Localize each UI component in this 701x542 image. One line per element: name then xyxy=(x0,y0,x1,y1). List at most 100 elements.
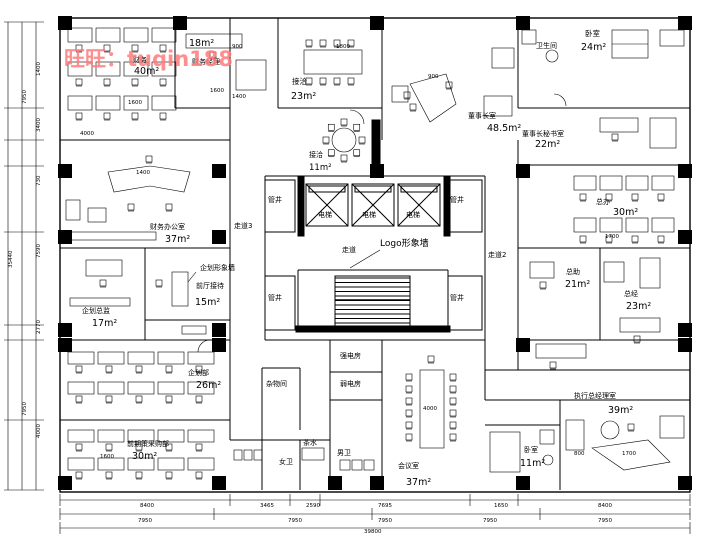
column-21 xyxy=(212,476,226,490)
sofa-hall xyxy=(181,325,207,335)
column-16 xyxy=(58,338,72,352)
shaft-label-3: 管井 xyxy=(268,293,282,302)
watermark-text: 旺旺：tuqin188 xyxy=(64,47,233,71)
ws-pd-1-4 xyxy=(187,381,215,395)
room-bedroom-top-name: 卧室 xyxy=(585,28,600,38)
ws-pre-1-1 xyxy=(97,457,125,471)
chair-finance-2-3 xyxy=(159,112,167,120)
chair-discuss-6 xyxy=(340,118,348,126)
column-5 xyxy=(58,164,72,178)
chair-pd-1-1 xyxy=(105,395,113,403)
chair-mtg-l2 xyxy=(405,397,413,405)
elevator-x2-0 xyxy=(305,183,349,227)
wc-m-0 xyxy=(339,459,351,471)
nightstand-top xyxy=(659,29,685,47)
ws-pd-0-2 xyxy=(127,351,155,365)
bed-bottom xyxy=(489,431,521,473)
column-14 xyxy=(212,323,226,337)
core-wall-right xyxy=(443,175,451,237)
toilet-bottom xyxy=(539,429,555,445)
dim-inplan-13: 1400 xyxy=(232,94,246,100)
dim-inplan-4: 900 xyxy=(232,44,243,50)
wc-m-1 xyxy=(351,459,363,471)
dim-inplan-5: 1400 xyxy=(136,170,150,176)
desk-plan xyxy=(85,259,123,277)
chair-pres-1-3 xyxy=(657,235,665,243)
chair-ch-v2 xyxy=(409,103,417,111)
room-planning-name: 企划总监 xyxy=(82,306,110,315)
chair-pd-1-3 xyxy=(165,395,173,403)
chair-pres-1-0 xyxy=(579,235,587,243)
wc-m-2 xyxy=(363,459,375,471)
chair-finance-2-0 xyxy=(75,112,83,120)
dim-bottom-b2: 7950 xyxy=(288,518,302,524)
column-19 xyxy=(678,338,692,352)
dim-inplan-2: 1600 xyxy=(210,88,224,94)
column-13 xyxy=(58,323,72,337)
column-18 xyxy=(516,338,530,352)
room-finance-office-area: 37m² xyxy=(165,234,190,245)
chair-mtg-l5 xyxy=(405,433,413,441)
chair-rec-t3 xyxy=(347,39,355,47)
elevator-x2-1 xyxy=(351,183,395,227)
chair-pres-0-2 xyxy=(631,193,639,201)
chair-pre-0-2 xyxy=(135,443,143,451)
chair-fm xyxy=(209,51,217,59)
room-chairman-area: 48.5m² xyxy=(487,123,521,134)
ws-pre-0-3 xyxy=(157,429,185,443)
chair-pd-0-3 xyxy=(165,365,173,373)
chair-pd-1-2 xyxy=(135,395,143,403)
column-9 xyxy=(678,164,692,178)
chair-ga2 xyxy=(549,361,557,369)
sofa-gm xyxy=(603,261,625,283)
ws-pd-0-0 xyxy=(67,351,95,365)
chair-rec-t1 xyxy=(319,39,327,47)
room-bedroom-top-area: 24m² xyxy=(581,42,606,53)
column-20 xyxy=(58,476,72,490)
ws-pd-0-1 xyxy=(97,351,125,365)
chair-discuss-3 xyxy=(327,149,335,157)
sofa-chairman xyxy=(391,85,409,103)
dim-left-1: 7950 xyxy=(22,90,28,104)
room-planning-dept-name: 企划部 xyxy=(188,368,209,377)
chair-finance-2-2 xyxy=(131,112,139,120)
ws-pres-1-0 xyxy=(573,217,597,233)
corridor-right-label: 走道2 xyxy=(488,250,506,259)
column-17 xyxy=(212,338,226,352)
dim-inplan-9: 1700 xyxy=(622,451,636,457)
elevator-1 xyxy=(351,183,395,227)
chair-discuss-7 xyxy=(353,123,361,131)
ws-pre-1-2 xyxy=(127,457,155,471)
chair-mtg-r2 xyxy=(449,397,457,405)
chair-sec xyxy=(611,133,619,141)
tea-counter xyxy=(301,447,325,461)
dim-bottom-b1: 7950 xyxy=(138,518,152,524)
misc-labels: 走道3 走道2 走道 Logo形象墙 电梯 电梯 电梯 管井 管井 管井 管井 … xyxy=(200,195,506,466)
ws-pre-1-0 xyxy=(67,457,95,471)
dim-left-7: 7950 xyxy=(22,402,28,416)
room-chairman-secretary-name: 董事长秘书室 xyxy=(522,129,564,138)
cab-ch xyxy=(491,47,515,69)
desk-sec xyxy=(599,117,639,133)
shaft-2 xyxy=(264,275,296,331)
elevator-label-1: 电梯 xyxy=(318,210,332,219)
strong-room-label: 强电房 xyxy=(340,351,361,360)
door-swing-3 xyxy=(197,339,211,353)
room-discuss-name: 接洽 xyxy=(309,150,323,159)
chair-pre-0-4 xyxy=(195,443,203,451)
chair-finance-1-1 xyxy=(103,78,111,86)
elevator-door-2 xyxy=(400,185,438,193)
chair-rec-b3 xyxy=(347,77,355,85)
room-reception-name: 接洽 xyxy=(292,76,307,86)
dim-inplan-7: 900 xyxy=(428,74,439,80)
shaft-label-2: 管井 xyxy=(450,195,464,204)
dim-bottom-a4: 7695 xyxy=(378,503,392,509)
sofa-ch2 xyxy=(483,95,513,117)
logo-wall-label: Logo形象墙 xyxy=(380,237,429,249)
room-planning-area: 17m² xyxy=(92,318,117,329)
dim-bottom-a3: 2590 xyxy=(306,503,320,509)
dim-left-8: 4000 xyxy=(36,424,42,438)
shaft-1 xyxy=(447,179,483,233)
desk-gm xyxy=(619,317,661,333)
